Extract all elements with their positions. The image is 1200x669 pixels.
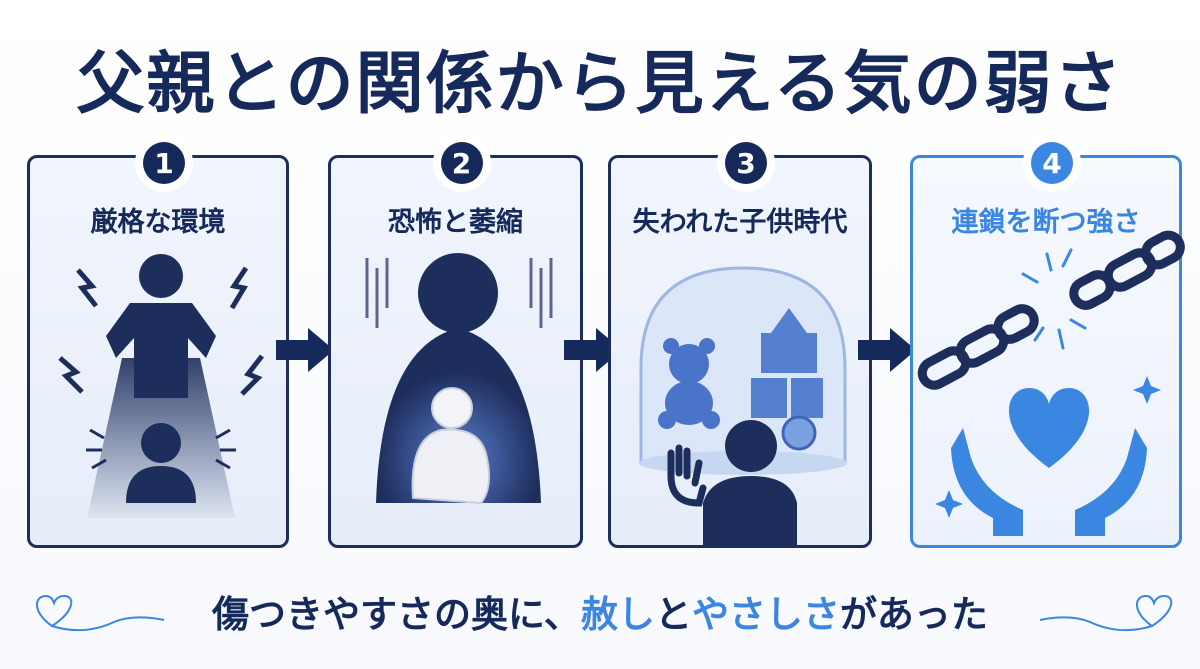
arrow-right-icon	[276, 328, 334, 372]
broken-chain-icon	[917, 230, 1185, 390]
page-title: 父親との関係から見える気の弱さ	[76, 45, 1124, 124]
father-body	[106, 303, 216, 398]
trembling-lines	[365, 258, 553, 328]
lightning-icon	[240, 354, 264, 396]
left-hand-icon	[951, 428, 1023, 536]
strict-father-illustration	[58, 254, 264, 518]
step-panel-3: 3 失われた子供時代	[608, 134, 872, 548]
message-part1: 傷つきやすさの奥に、	[212, 593, 581, 636]
ball-icon	[781, 415, 817, 451]
step-title-3: 失われた子供時代	[632, 207, 848, 238]
teddy-bear-icon	[658, 338, 720, 429]
toy-blocks-icon	[751, 308, 823, 418]
heart-flourish-right-icon	[1039, 594, 1173, 632]
message-highlight-kindness: やさしさ	[691, 593, 840, 636]
child-body	[703, 476, 797, 548]
step-title-2: 恐怖と萎縮	[388, 207, 523, 238]
lost-childhood-illustration	[639, 266, 847, 548]
heart-flourish-left-icon	[36, 594, 165, 632]
closing-message: 傷つきやすさの奥に、赦しとやさしさがあった	[0, 584, 1200, 638]
step-badge-2: 2	[432, 134, 491, 192]
step-panel-1: 1 厳格な環境	[27, 134, 289, 548]
message-part2: と	[654, 593, 692, 636]
step-badge-3: 3	[717, 134, 775, 192]
step-panel-2: 2 恐怖と萎縮	[328, 134, 583, 548]
sparkle-icon	[1133, 376, 1161, 404]
waving-hand-icon	[667, 444, 707, 507]
step-title-4: 連鎖を断つ強さ	[951, 207, 1141, 238]
burst-lines	[1021, 248, 1087, 350]
heart-icon	[1008, 388, 1090, 468]
tension-lines	[86, 428, 236, 470]
step-title-1: 厳格な環境	[90, 207, 226, 238]
right-hand-icon	[1075, 428, 1147, 536]
looming-father-head	[418, 253, 498, 333]
child-body	[126, 466, 196, 503]
father-head	[139, 254, 183, 298]
message-part3: があった	[839, 593, 988, 636]
step-panel-4: 4 連鎖を断つ強さ	[910, 134, 1185, 548]
sparkle-icon	[935, 490, 963, 518]
arrow-right-icon	[858, 328, 916, 372]
child-head	[725, 420, 777, 472]
child-head	[141, 423, 181, 463]
arrow-right-icon	[564, 328, 622, 372]
fear-illustration	[365, 253, 553, 505]
crouching-child-head	[431, 387, 473, 429]
lightning-icon	[58, 356, 84, 394]
step-badge-4: 4	[1023, 134, 1081, 192]
message-highlight-forgiveness: 赦し	[580, 593, 655, 636]
crouching-child-body	[411, 428, 490, 505]
step-badge-1: 1	[135, 134, 193, 192]
lightning-icon	[76, 268, 98, 308]
breaking-chain-illustration	[917, 230, 1185, 536]
lightning-icon	[229, 266, 249, 310]
